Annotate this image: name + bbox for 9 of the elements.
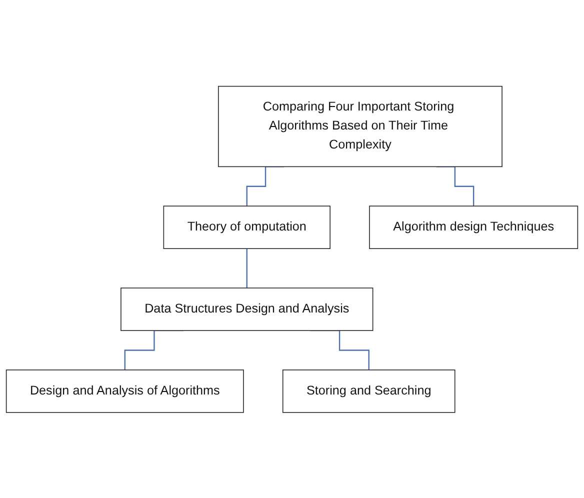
- node-box: Theory of omputation: [163, 205, 330, 249]
- node-box: Comparing Four Important Storing Algorithms Based on Their Time Complexity: [218, 86, 502, 167]
- node-box: Algorithm design Techniques: [369, 205, 578, 249]
- node-box: Design and Analysis of Algorithms: [6, 369, 244, 412]
- node-box: Data Structures Design and Analysis: [120, 287, 374, 331]
- connector: [436, 166, 474, 206]
- connector: [246, 166, 284, 206]
- node-box: Storing and Searching: [282, 369, 456, 412]
- connector: [246, 248, 248, 288]
